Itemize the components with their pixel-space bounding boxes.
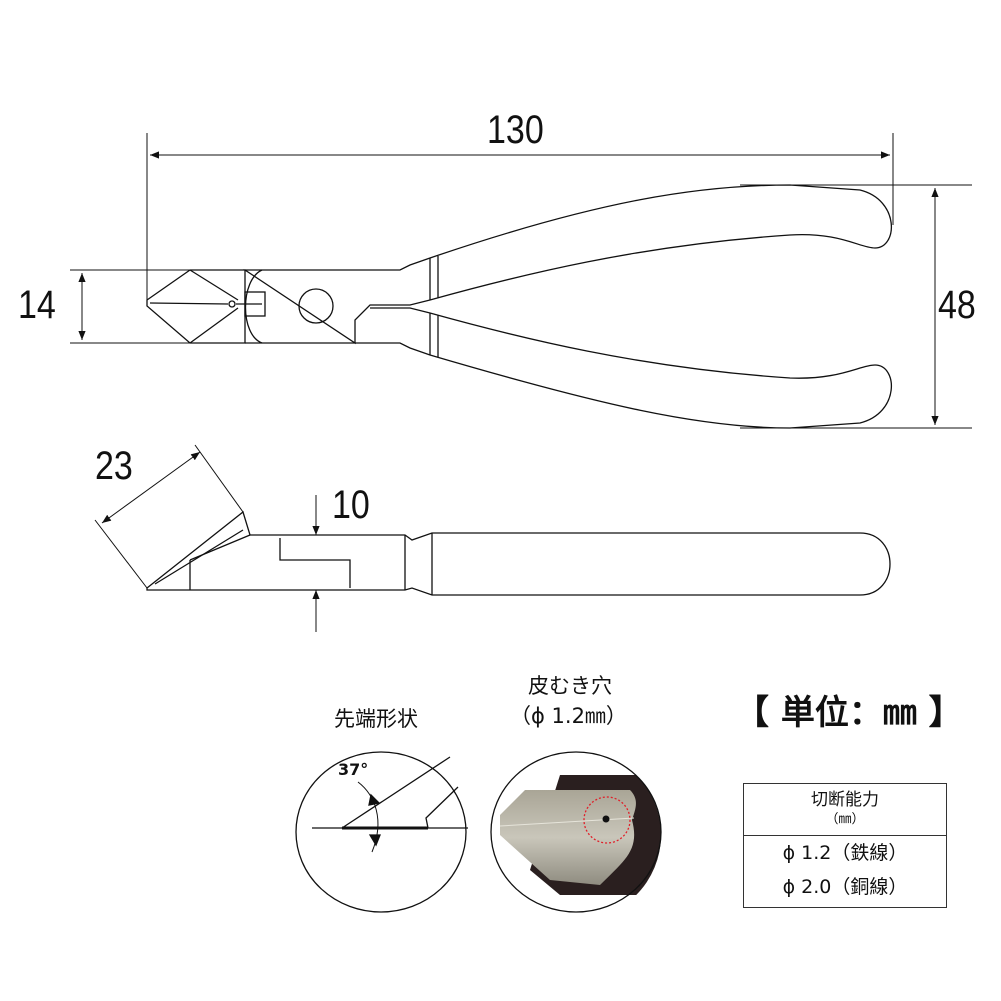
plier-side-view	[146, 510, 891, 596]
strip-hole-title: 皮むき穴	[528, 674, 612, 698]
unit-label: 【 単位：㎜ 】	[735, 693, 963, 733]
dimension-130	[146, 133, 894, 300]
table-header: 切断能力 （㎜）	[744, 784, 946, 836]
table-row: ϕ 1.2（鉄線）	[782, 842, 908, 864]
plier-top-view	[146, 184, 893, 429]
tip-shape-title: 先端形状	[334, 707, 418, 731]
tip-shape-detail	[295, 751, 468, 913]
table-header-unit: （㎜）	[825, 812, 865, 827]
dimension-23	[94, 444, 244, 589]
dimension-10-label: 10	[332, 483, 370, 527]
dimension-14-label: 14	[18, 283, 56, 327]
table-header-title: 切断能力	[811, 790, 879, 810]
cutting-capacity-table: 切断能力 （㎜） ϕ 1.2（鉄線） ϕ 2.0（銅線）	[743, 783, 947, 908]
dimension-48-label: 48	[938, 283, 976, 327]
dimension-130-label: 130	[487, 108, 544, 152]
tip-angle-label: 37°	[338, 760, 369, 779]
strip-hole-detail	[490, 751, 662, 913]
strip-hole-size: （ϕ 1.2㎜）	[510, 704, 627, 728]
dimension-14	[70, 269, 245, 344]
table-row: ϕ 2.0（銅線）	[782, 876, 908, 898]
dimension-23-label: 23	[95, 444, 133, 488]
